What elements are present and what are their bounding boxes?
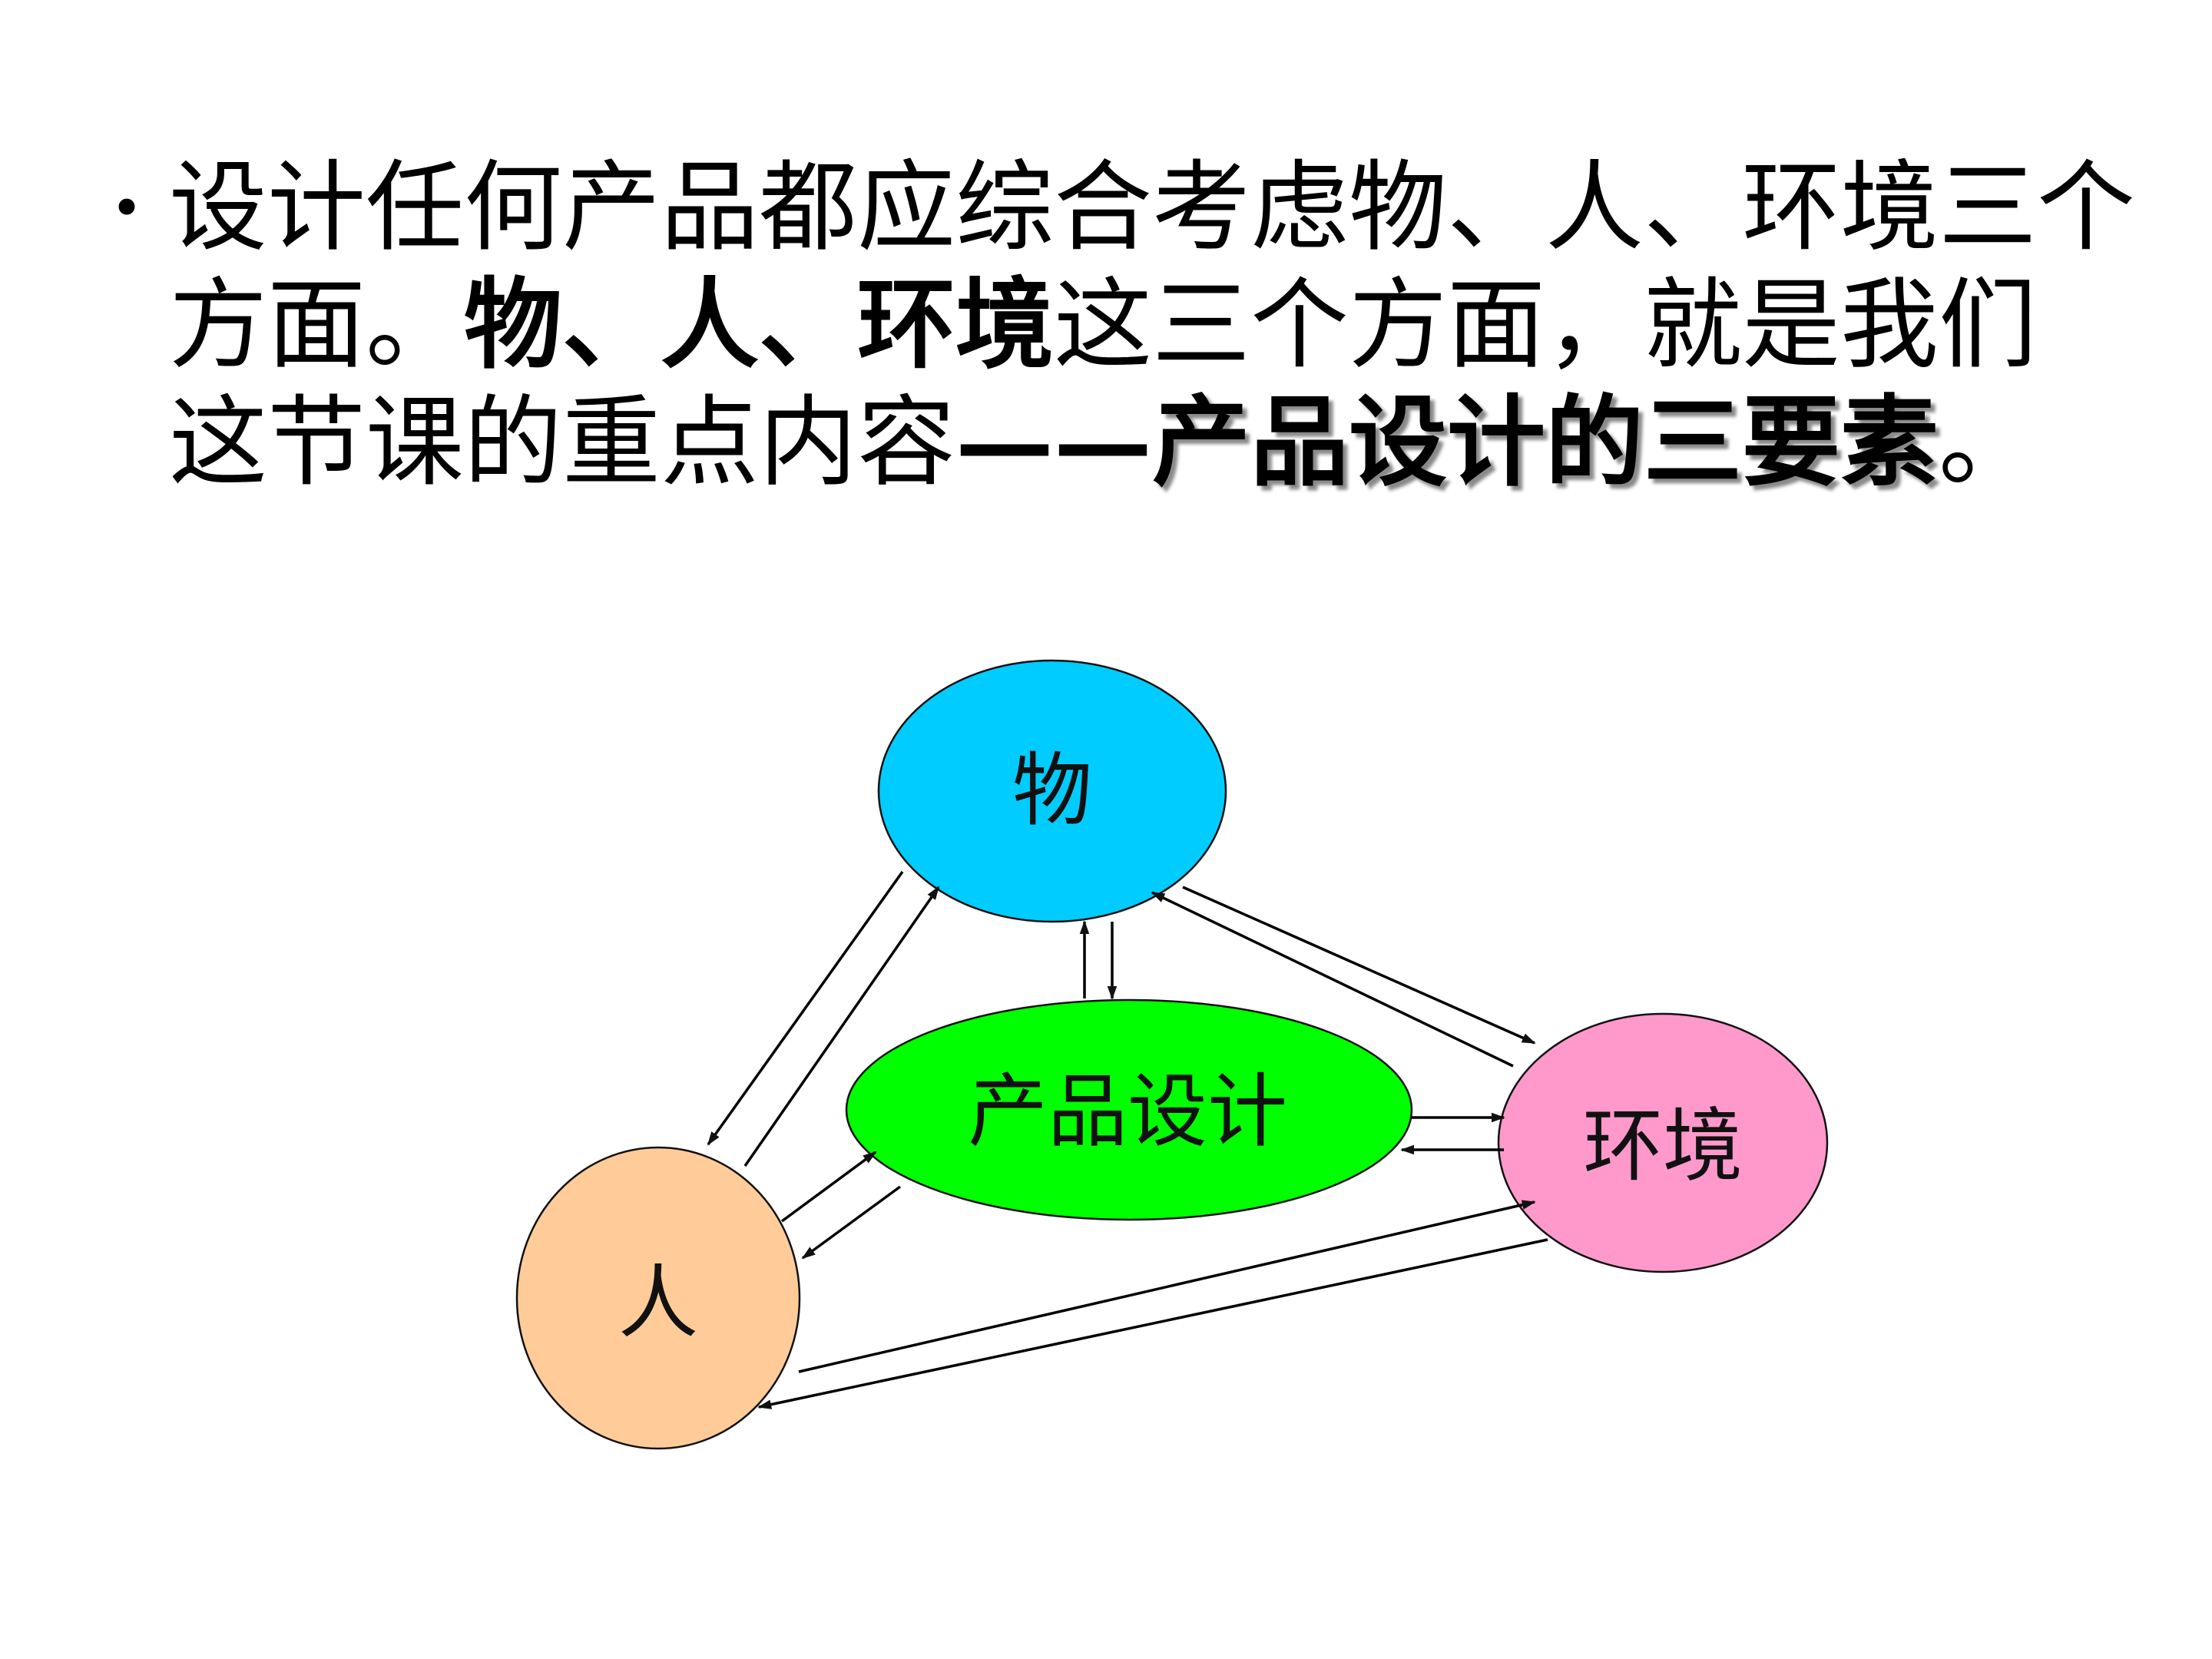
node-ren (515, 1146, 801, 1450)
node-huanjing (1497, 1012, 1829, 1273)
text-bold-elements: 物、人、环境 (464, 267, 1055, 382)
intro-paragraph: 设计任何产品都应综合考虑物、人、环境三个方面。物、人、环境这三个方面，就是我们这… (169, 150, 2135, 502)
text-bold-three-elements: 产品设计的三要素 (1152, 385, 1939, 500)
bullet-dot: • (110, 176, 144, 240)
label-ren: 人 (618, 1256, 698, 1349)
edge-wu-to-huanjing (1182, 886, 1536, 1045)
edge-ren-to-chanpin (780, 1151, 877, 1223)
edge-huanjing-to-ren (757, 1238, 1548, 1409)
bullet-text-block: • 设计任何产品都应综合考虑物、人、环境三个方面。物、人、环境这三个方面，就是我… (84, 150, 2143, 502)
edge-ren-to-huanjing (798, 1200, 1536, 1373)
edge-ren-to-wu (743, 886, 940, 1167)
text-part-1: 设计任何产品都应综合考虑物、人、环境三个方面。 (169, 151, 2136, 382)
edge-chanpin-to-ren (801, 1185, 902, 1260)
label-wu: 物 (1012, 743, 1092, 837)
label-chanpin-sheji: 产品设计 (968, 1065, 1287, 1158)
text-part-3: 。 (1939, 386, 2038, 500)
text-dash: —— (955, 385, 1153, 500)
edge-huanjing-to-wu (1151, 891, 1514, 1068)
label-huanjing: 环境 (1583, 1099, 1743, 1193)
node-chanpin-sheji (845, 998, 1413, 1221)
edge-wu-to-ren (707, 870, 904, 1146)
node-wu (877, 659, 1227, 923)
text-part-2: 这三个方面，就是我们这节课的重点内容 (169, 268, 2038, 500)
